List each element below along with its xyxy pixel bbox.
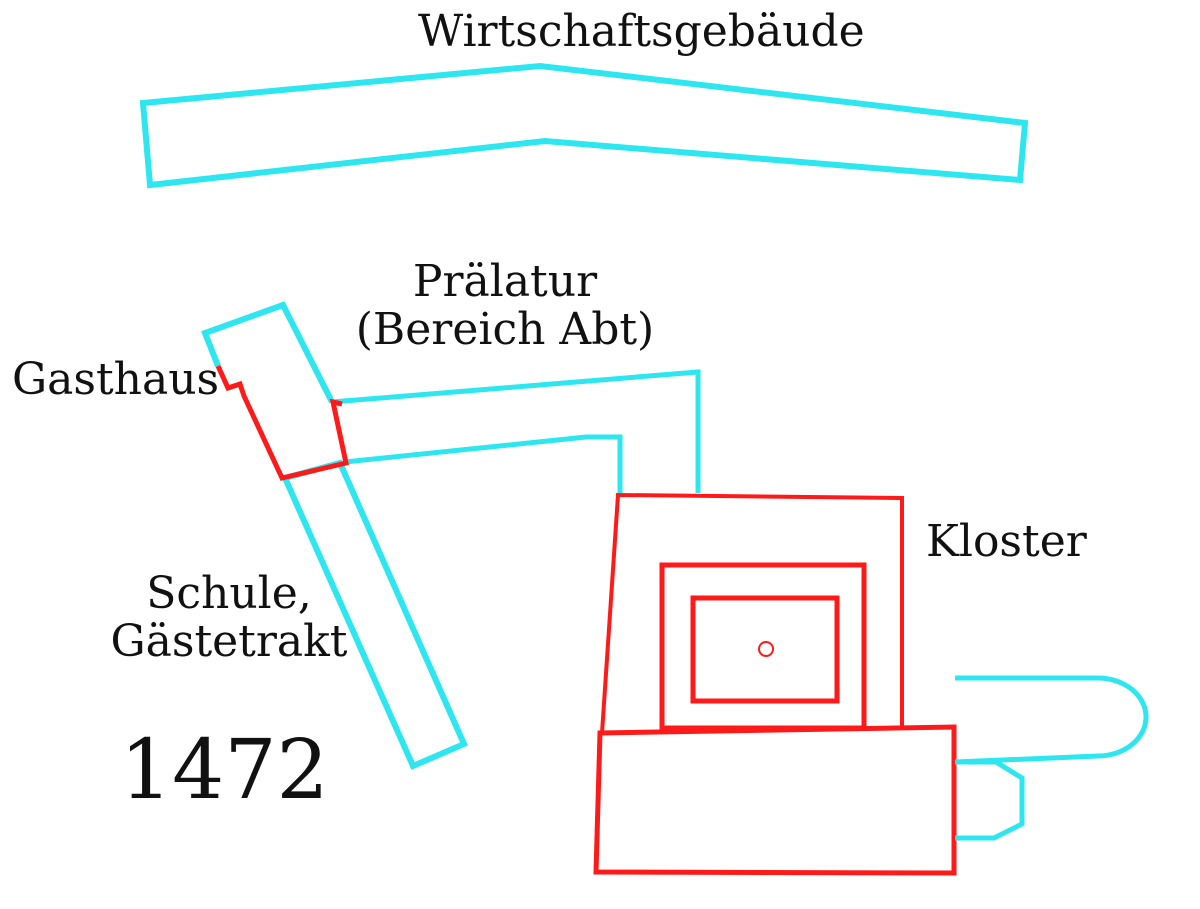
label-wirtschaftsgebaeude: Wirtschaftsgebäude [418, 6, 865, 57]
kloster-inner-outline [690, 595, 840, 704]
label-praelatur-line2: (Bereich Abt) [355, 304, 655, 356]
year-label: 1472 [120, 723, 329, 818]
label-praelatur-line1: Prälatur [412, 256, 598, 307]
chapel-apse-outline [954, 675, 1149, 765]
label-gasthaus: Gasthaus [12, 354, 220, 405]
church-nave-outline [593, 724, 957, 876]
choir-apse-outline [955, 759, 1025, 841]
label-schule-line2: Gästetrakt [110, 616, 348, 668]
praelatur-wing-outline [331, 369, 701, 493]
praelatur-inner-wing-outline [344, 434, 623, 493]
gasthaus-red-outline [215, 364, 349, 481]
wirtschaftsgebaeude-outline [139, 62, 1029, 189]
label-schule-gaestetrakt: Schule, Gästetrakt [110, 568, 348, 668]
kloster-outer-outline [600, 492, 904, 734]
label-schule-line1: Schule, [146, 568, 312, 619]
label-praelatur: Prälatur (Bereich Abt) [350, 256, 660, 356]
gasthaus-upper-outline [201, 301, 335, 404]
label-kloster: Kloster [926, 516, 1087, 567]
cloister-well-icon [758, 641, 774, 657]
